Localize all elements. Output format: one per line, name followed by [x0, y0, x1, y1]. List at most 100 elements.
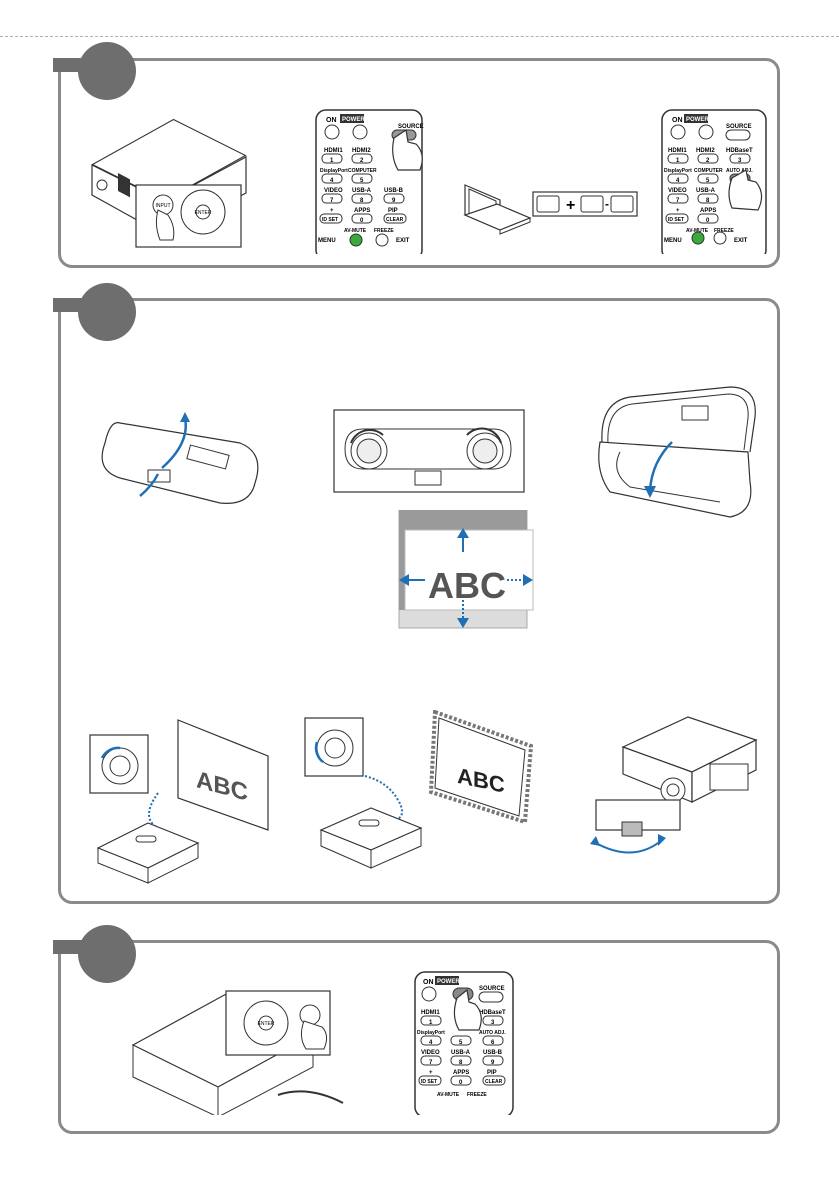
step-3-circle: [78, 925, 136, 983]
svg-text:APPS: APPS: [700, 208, 716, 214]
svg-text:7: 7: [676, 198, 680, 204]
svg-text:1: 1: [330, 158, 334, 164]
svg-text:8: 8: [459, 1060, 463, 1066]
svg-text:8: 8: [706, 198, 710, 204]
screen-shift-illustration: ABC: [398, 510, 534, 629]
enter-button-label: ENTER: [195, 210, 212, 216]
cut-line: [0, 36, 839, 37]
svg-text:APPS: APPS: [453, 1070, 469, 1076]
svg-text:POWER: POWER: [342, 117, 365, 123]
projector-power-illustration: ENTER: [131, 990, 344, 1115]
svg-text:AV-MUTE: AV-MUTE: [437, 1092, 460, 1098]
lens-cover-illustration: [101, 412, 259, 504]
svg-text:1: 1: [429, 1020, 433, 1026]
zoom-adjust-illustration: ABC: [89, 719, 269, 884]
svg-text:COMPUTER: COMPUTER: [694, 168, 723, 174]
svg-text:CLEAR: CLEAR: [386, 217, 404, 223]
svg-text:USB-B: USB-B: [384, 188, 404, 194]
svg-text:2: 2: [360, 158, 364, 164]
open-lens-case-illustration: [598, 386, 756, 518]
svg-text:5: 5: [706, 178, 710, 184]
svg-text:DisplayPort: DisplayPort: [320, 168, 348, 174]
svg-text:2: 2: [706, 158, 710, 164]
svg-text:ON: ON: [326, 117, 337, 124]
svg-text:ID SET: ID SET: [421, 1079, 437, 1085]
svg-text:HDMI2: HDMI2: [696, 148, 715, 154]
svg-text:POWER: POWER: [686, 117, 709, 123]
svg-text:0: 0: [459, 1080, 463, 1086]
svg-text:VIDEO: VIDEO: [668, 188, 687, 194]
remote-auto-adjust-illustration: ON POWER SOURCE HDMI1 HDMI2 HDBaseT 1 2 …: [661, 109, 767, 254]
svg-text:ID SET: ID SET: [668, 217, 684, 223]
svg-text:8: 8: [360, 198, 364, 204]
svg-text:PIP: PIP: [487, 1070, 497, 1076]
svg-text:FREEZE: FREEZE: [374, 228, 394, 234]
svg-text:CLEAR: CLEAR: [485, 1079, 503, 1085]
svg-text:EXIT: EXIT: [396, 238, 410, 244]
svg-text:5: 5: [459, 1040, 463, 1046]
svg-text:SOURCE: SOURCE: [726, 124, 752, 130]
step-2-circle: [78, 283, 136, 341]
lens-shift-dials-illustration: [333, 409, 525, 493]
svg-text:PIP: PIP: [388, 208, 398, 214]
abc-shift-text: ABC: [428, 565, 506, 606]
svg-text:HDBaseT: HDBaseT: [726, 148, 753, 154]
svg-text:POWER: POWER: [437, 979, 460, 985]
svg-text:ON: ON: [672, 117, 683, 124]
svg-text:3: 3: [491, 1020, 495, 1026]
svg-text:4: 4: [676, 178, 680, 184]
remote-standby-illustration: ON POWER SOURCE HDMI1 HDBaseT 1 3 Displa…: [414, 971, 514, 1115]
svg-text:9: 9: [491, 1060, 495, 1066]
svg-text:EXIT: EXIT: [734, 238, 748, 244]
svg-text:HDMI1: HDMI1: [668, 148, 687, 154]
input-button-label: INPUT: [156, 203, 171, 209]
svg-text:COMPUTER: COMPUTER: [348, 168, 377, 174]
svg-text:1: 1: [676, 158, 680, 164]
svg-text:USB-A: USB-A: [696, 188, 716, 194]
svg-text:ON: ON: [423, 979, 434, 986]
svg-text:MENU: MENU: [318, 238, 336, 244]
svg-text:HDMI2: HDMI2: [352, 148, 371, 154]
svg-text:+: +: [676, 208, 680, 214]
svg-text:HDMI1: HDMI1: [421, 1010, 440, 1016]
svg-text:AV-MUTE: AV-MUTE: [344, 228, 367, 234]
svg-text:9: 9: [392, 198, 396, 204]
svg-text:APPS: APPS: [354, 208, 370, 214]
svg-text:3: 3: [738, 158, 742, 164]
svg-text:ID SET: ID SET: [322, 217, 338, 223]
svg-text:AUTO ADJ.: AUTO ADJ.: [479, 1030, 506, 1036]
laptop-hotkey-illustration: + -: [463, 184, 638, 235]
tilt-foot-illustration: [590, 716, 758, 854]
svg-text:MENU: MENU: [664, 238, 682, 244]
svg-text:ENTER: ENTER: [258, 1021, 275, 1027]
focus-adjust-illustration: ABC: [304, 710, 534, 869]
projector-input-illustration: INPUT ENTER: [91, 118, 247, 248]
svg-text:6: 6: [491, 1040, 495, 1046]
remote-source-illustration: ON POWER SOURCE HDMI1 HDMI2 1 2 DisplayP…: [315, 109, 424, 254]
svg-text:5: 5: [360, 178, 364, 184]
svg-text:DisplayPort: DisplayPort: [664, 168, 692, 174]
svg-text:+: +: [330, 208, 334, 214]
svg-text:SOURCE: SOURCE: [479, 986, 505, 992]
svg-text:VIDEO: VIDEO: [324, 188, 343, 194]
svg-text:VIDEO: VIDEO: [421, 1050, 440, 1056]
plus-sign: +: [566, 197, 575, 214]
svg-text:FREEZE: FREEZE: [714, 228, 734, 234]
svg-text:HDBaseT: HDBaseT: [479, 1010, 506, 1016]
svg-text:USB-B: USB-B: [483, 1050, 503, 1056]
svg-text:HDMI1: HDMI1: [324, 148, 343, 154]
svg-text:FREEZE: FREEZE: [467, 1092, 487, 1098]
svg-text:AUTO ADJ.: AUTO ADJ.: [726, 168, 753, 174]
svg-text:4: 4: [429, 1040, 433, 1046]
svg-text:0: 0: [706, 218, 710, 224]
svg-text:DisplayPort: DisplayPort: [417, 1030, 445, 1036]
svg-text:AV-MUTE: AV-MUTE: [686, 228, 709, 234]
svg-text:+: +: [429, 1070, 433, 1076]
svg-text:USB-A: USB-A: [451, 1050, 471, 1056]
step-1-circle: [78, 42, 136, 100]
svg-text:SOURCE: SOURCE: [398, 124, 424, 130]
svg-text:0: 0: [360, 218, 364, 224]
svg-text:USB-A: USB-A: [352, 188, 372, 194]
svg-text:4: 4: [330, 178, 334, 184]
svg-text:7: 7: [330, 198, 334, 204]
